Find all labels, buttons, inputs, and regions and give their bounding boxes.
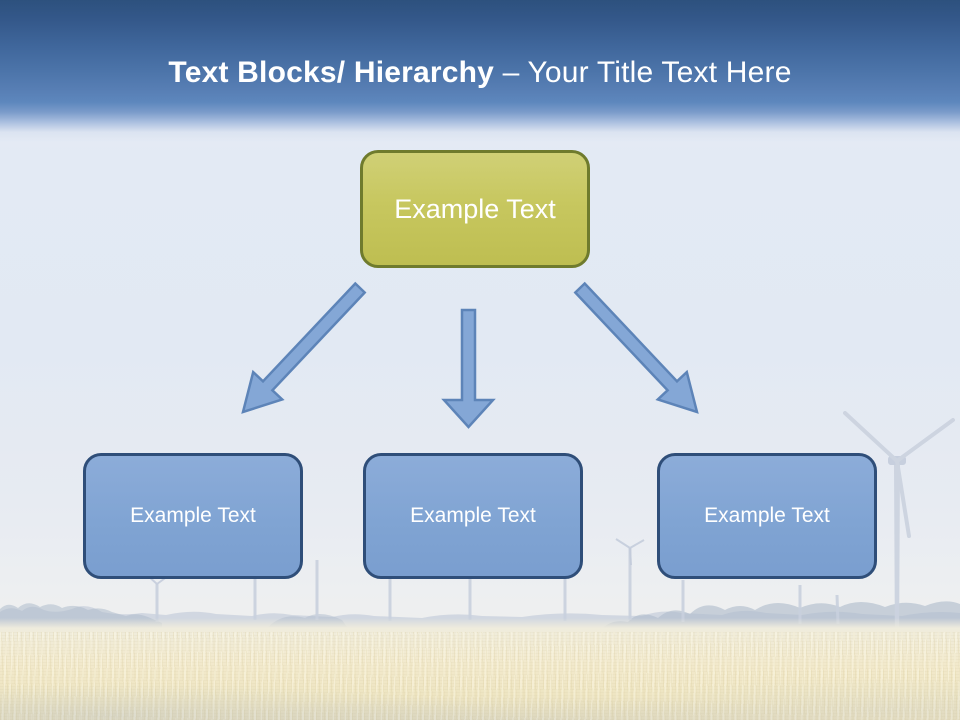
- child-text-block-1-label: Example Text: [130, 504, 256, 527]
- wheat-field: [0, 618, 960, 720]
- field-haze: [0, 618, 960, 720]
- arrow-down-icon: [441, 308, 496, 429]
- child-text-block-1: Example Text: [83, 453, 303, 579]
- root-text-block: Example Text: [360, 150, 590, 268]
- title-bar: [0, 0, 960, 142]
- slide-title-bold: Text Blocks/ Hierarchy: [168, 56, 495, 89]
- child-text-block-3: Example Text: [657, 453, 877, 579]
- arrow-down-right-icon: [573, 281, 699, 414]
- wind-turbine-large: [843, 411, 955, 658]
- child-text-block-2: Example Text: [363, 453, 583, 579]
- child-text-block-3-label: Example Text: [704, 504, 830, 527]
- slide-title-regular: – Your Title Text Here: [494, 56, 792, 89]
- root-text-block-label: Example Text: [394, 193, 556, 224]
- arrow-down-left-icon: [241, 281, 367, 414]
- child-text-block-2-label: Example Text: [410, 504, 536, 527]
- wheat-texture: [0, 632, 960, 720]
- slide-title: Text Blocks/ Hierarchy – Your Title Text…: [0, 54, 960, 92]
